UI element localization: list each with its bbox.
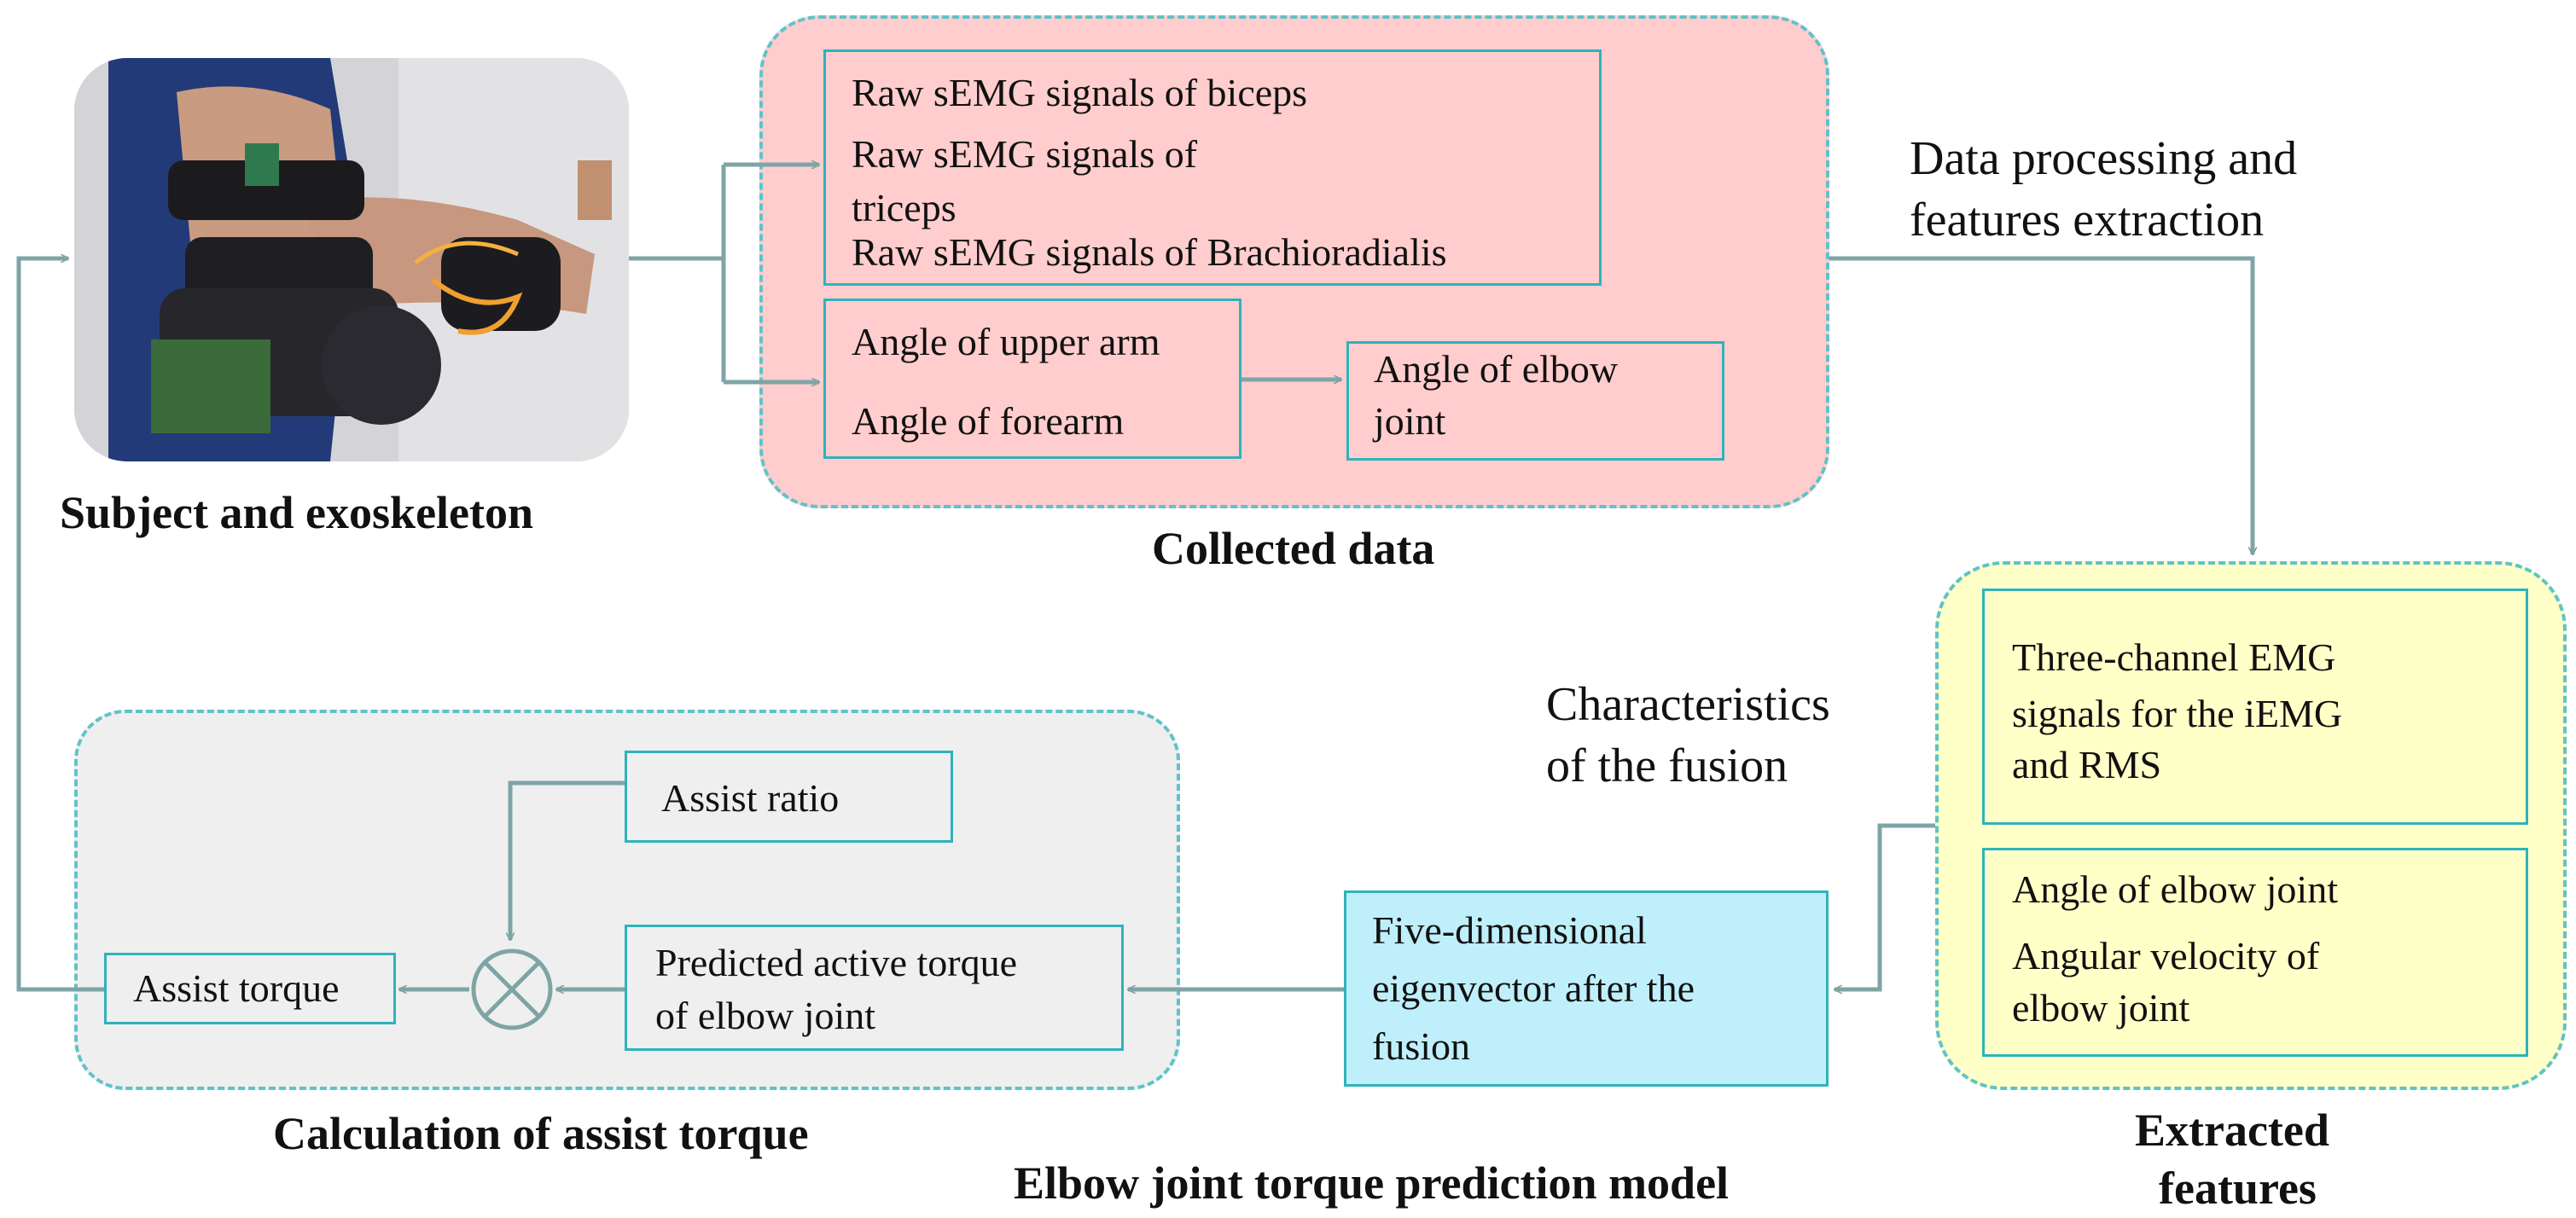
extracted-features-caption-2: features	[2159, 1163, 2317, 1214]
assist-torque-box	[104, 953, 396, 1024]
processing-label-line-2: features extraction	[1910, 194, 2265, 246]
semg-line-3: triceps	[852, 186, 957, 229]
processing-label-line-1: Data processing and	[1910, 132, 2298, 185]
assist-ratio-label: Assist ratio	[661, 776, 840, 820]
feedback-loop-line	[16, 258, 104, 992]
semg-line-2: Raw sEMG signals of	[852, 132, 1198, 176]
collected-data-group	[759, 15, 1829, 508]
eigenvector-box	[1344, 890, 1829, 1087]
data-to-features-line	[1829, 256, 2253, 554]
multiply-circle-icon	[471, 948, 553, 1030]
predicted-torque-line-1: Predicted active torque	[655, 941, 1018, 984]
extracted-features-group	[1935, 561, 2567, 1090]
assist-ratio-box	[625, 751, 953, 843]
elbow-features-box	[1982, 848, 2528, 1057]
photo-caption: Subject and exoskeleton	[60, 487, 534, 538]
exoskeleton-illustration	[74, 58, 629, 461]
fusion-label-line-2: of the fusion	[1546, 740, 1788, 792]
predicted-torque-box	[625, 925, 1124, 1051]
fusion-label-line-1: Characteristics	[1546, 678, 1830, 731]
assist-torque-group	[74, 710, 1180, 1090]
eigenvector-line-2: eigenvector after the	[1372, 966, 1695, 1010]
emg-feature-line-1: Three-channel EMG	[2012, 635, 2336, 679]
extracted-features-caption-1: Extracted	[2135, 1105, 2329, 1156]
elbow-angle-feature: Angle of elbow joint	[2012, 867, 2338, 911]
velocity-feature-line-1: Angular velocity of	[2012, 934, 2320, 977]
predicted-torque-line-2: of elbow joint	[655, 994, 876, 1037]
semg-line-1: Raw sEMG signals of biceps	[852, 71, 1308, 114]
arm-angles-box	[823, 299, 1241, 459]
eigenvector-line-1: Five-dimensional	[1372, 908, 1647, 952]
elbow-angle-line-1: Angle of elbow	[1374, 347, 1619, 391]
model-caption: Elbow joint torque prediction model	[1014, 1157, 1730, 1209]
semg-line-4: Raw sEMG signals of Brachioradialis	[852, 230, 1447, 274]
emg-feature-line-2: signals for the iEMG	[2012, 692, 2343, 735]
collected-data-caption: Collected data	[1152, 523, 1435, 574]
assist-torque-label: Assist torque	[133, 966, 340, 1010]
upper-arm-angle: Angle of upper arm	[852, 320, 1160, 363]
ratio-to-multiply-line	[510, 780, 625, 940]
subject-exoskeleton-photo	[74, 58, 629, 461]
assist-caption: Calculation of assist torque	[273, 1108, 809, 1159]
eigenvector-line-3: fusion	[1372, 1024, 1470, 1068]
forearm-angle: Angle of forearm	[852, 399, 1125, 443]
emg-feature-line-3: and RMS	[2012, 743, 2162, 786]
emg-features-box	[1982, 589, 2528, 825]
semg-signals-box	[823, 49, 1602, 286]
features-to-model-line	[1835, 823, 1935, 989]
elbow-angle-line-2: joint	[1374, 399, 1446, 443]
elbow-angle-box	[1346, 341, 1724, 461]
velocity-feature-line-2: elbow joint	[2012, 986, 2190, 1030]
